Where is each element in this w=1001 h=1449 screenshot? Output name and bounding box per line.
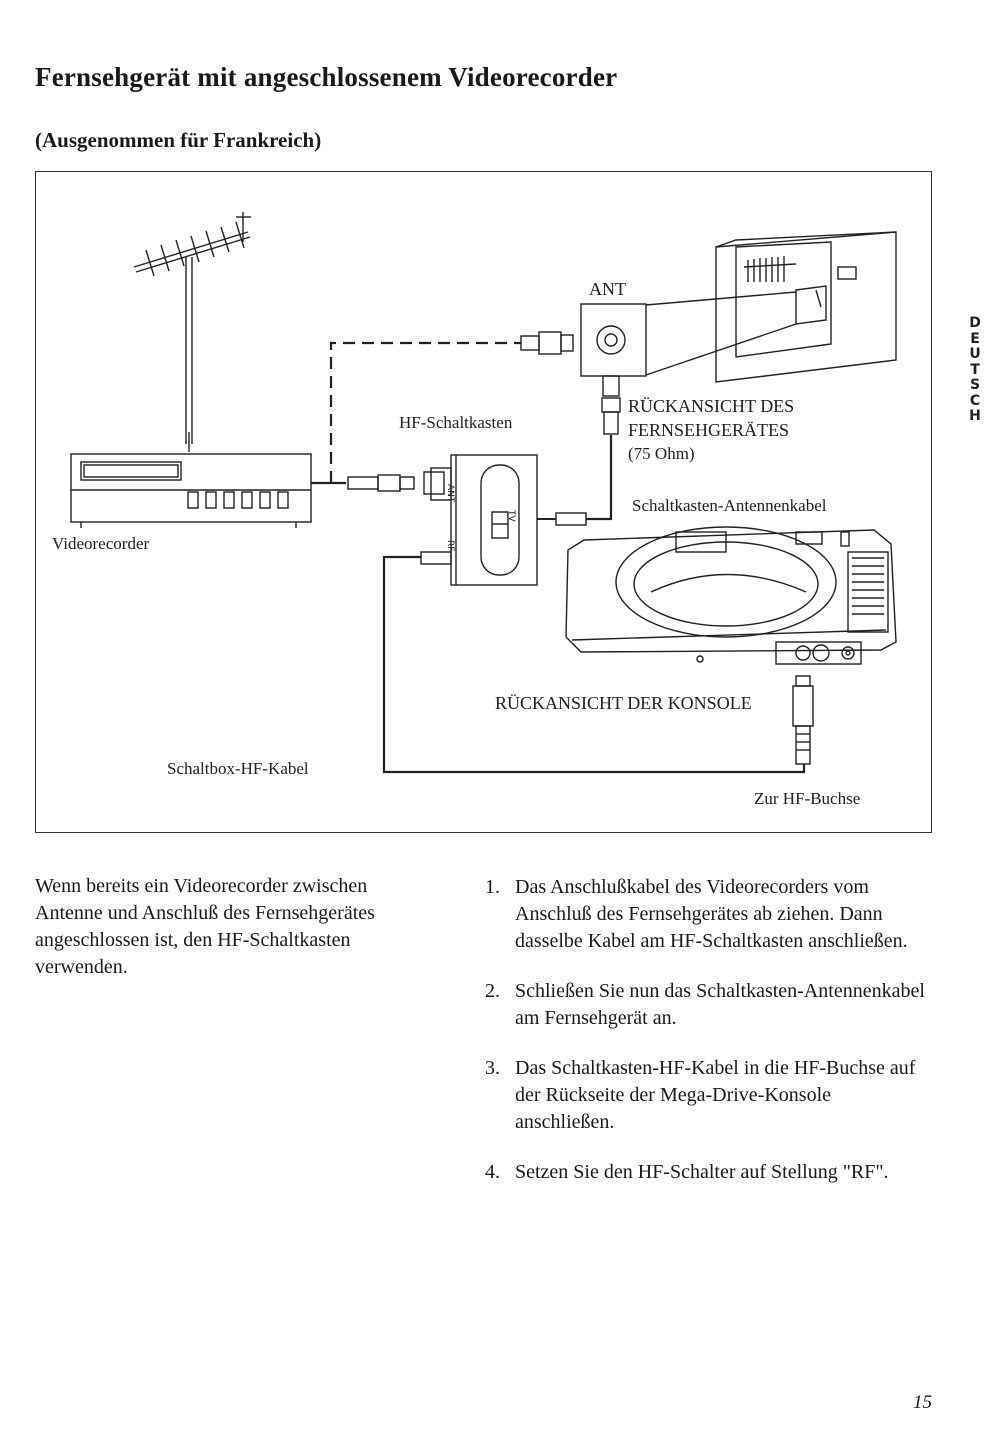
label-hf-switchbox: HF-Schaltkasten xyxy=(399,413,513,432)
page-title: Fernsehgerät mit angeschlossenem Videore… xyxy=(35,62,618,92)
language-tab-letter: S xyxy=(969,377,981,393)
instruction-step: 4. Setzen Sie den HF-Schalter auf Stellu… xyxy=(485,1159,925,1186)
label-vcr: Videorecorder xyxy=(52,534,150,553)
label-switchbox-hf-cable: Schaltbox-HF-Kabel xyxy=(167,759,309,778)
instruction-steps: 1. Das Anschlußkabel des Videorecorders … xyxy=(485,874,925,1209)
step-text: Das Schaltkasten-HF-Kabel in die HF-Buch… xyxy=(515,1057,916,1133)
step-number: 1. xyxy=(485,876,500,898)
language-tab: D E U T S C H xyxy=(962,315,988,425)
page-number: 15 xyxy=(913,1392,932,1413)
instruction-step: 1. Das Anschlußkabel des Videorecorders … xyxy=(485,874,925,955)
tv-antenna-jack-icon xyxy=(580,303,647,397)
switchbox-cable-plug-icon xyxy=(601,397,621,435)
console-icon xyxy=(565,526,897,665)
step-number: 2. xyxy=(485,980,500,1002)
intro-paragraph: Wenn bereits ein Videorecorder zwischen … xyxy=(35,875,375,978)
vcr-cable-plug-icon xyxy=(347,471,445,495)
language-tab-letter: U xyxy=(969,346,981,362)
tv-antenna-plug-icon xyxy=(520,331,574,355)
instruction-step: 3. Das Schaltkasten-HF-Kabel in die HF-B… xyxy=(485,1055,925,1136)
language-tab-letter: H xyxy=(969,408,981,424)
step-number: 4. xyxy=(485,1161,500,1183)
hf-switchbox-icon xyxy=(430,454,538,586)
connection-diagram-drawing xyxy=(70,212,897,774)
switch-marking-tv: TV xyxy=(506,510,516,522)
connection-diagram: ANT RÜCKANSICHT DES FERNSEHGERÄTES (75 O… xyxy=(35,171,932,833)
label-tv-rear-line2: FERNSEHGERÄTES xyxy=(628,420,790,440)
label-to-hf-jack: Zur HF-Buchse xyxy=(754,789,861,808)
page-subtitle: (Ausgenommen für Frankreich) xyxy=(35,128,322,152)
step-text: Das Anschlußkabel des Videorecorders vom… xyxy=(515,876,908,952)
language-tab-letter: D xyxy=(969,315,981,331)
step-number: 3. xyxy=(485,1057,500,1079)
language-tab-letter: T xyxy=(970,361,980,378)
step-text: Schließen Sie nun das Schaltkasten-Anten… xyxy=(515,980,925,1029)
antenna-icon xyxy=(133,212,251,452)
label-switchbox-antenna-cable: Schaltkasten-Antennenkabel xyxy=(632,496,827,515)
switch-marking-rf: RF xyxy=(445,540,455,552)
switch-marking-ant: ANT xyxy=(445,484,455,503)
label-console-rear: RÜCKANSICHT DER KONSOLE xyxy=(495,693,752,713)
label-tv-rear-ohm: (75 Ohm) xyxy=(628,444,695,463)
vcr-icon xyxy=(70,453,312,528)
language-tab-letter: C xyxy=(969,392,981,409)
label-tv-rear-line1: RÜCKANSICHT DES xyxy=(628,396,795,416)
television-icon xyxy=(645,231,897,383)
console-hf-plug-icon xyxy=(792,675,814,765)
label-ant: ANT xyxy=(589,279,626,299)
language-tab-letter: E xyxy=(970,330,980,347)
instruction-step: 2. Schließen Sie nun das Schaltkasten-An… xyxy=(485,978,925,1032)
step-text: Setzen Sie den HF-Schalter auf Stellung … xyxy=(515,1161,889,1183)
